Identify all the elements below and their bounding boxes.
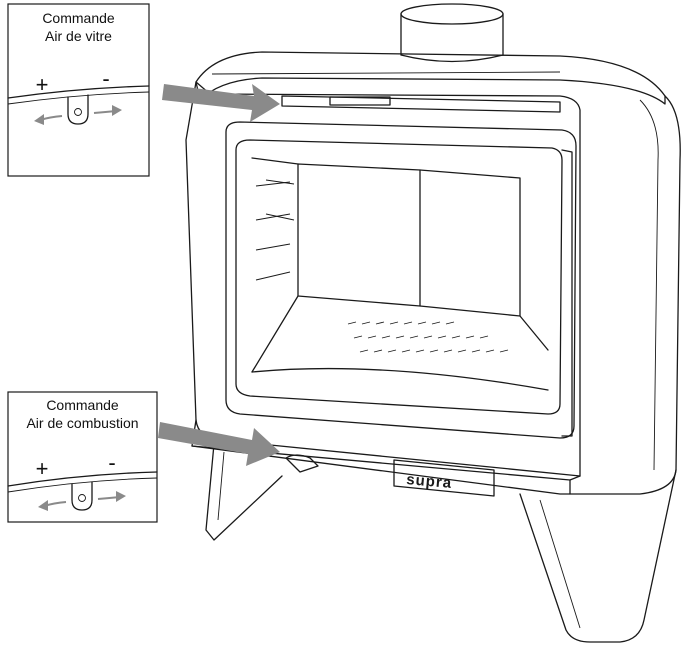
stove-side — [569, 95, 681, 495]
combustion-air-direction-arrows — [38, 491, 126, 511]
combustion-air-slider-tab — [71, 481, 93, 511]
stove-top — [195, 51, 666, 105]
brand-logo: supra — [406, 471, 453, 492]
stove: supra — [185, 3, 681, 643]
glass-air-plus-sign: + — [36, 72, 49, 97]
left-leg — [205, 443, 283, 541]
combustion-air-minus-sign: - — [108, 450, 115, 475]
combustion-air-callout: Commande Air de combustion + - — [7, 391, 158, 523]
glass-air-direction-arrows — [34, 105, 122, 125]
glass-air-slider — [329, 96, 391, 106]
front-frame — [185, 81, 581, 477]
glass-air-slider-rail — [7, 85, 150, 99]
firebox — [251, 157, 549, 391]
glass-air-slider-tab — [67, 94, 89, 125]
right-leg — [519, 469, 677, 643]
glass-air-pointer-arrow — [162, 84, 280, 122]
combustion-air-plus-sign: + — [36, 456, 49, 481]
glass-air-minus-sign: - — [102, 66, 109, 91]
grate-slots — [347, 321, 509, 353]
combustion-air-callout-title-2: Air de combustion — [26, 415, 138, 431]
glass-air-callout-title-2: Air de vitre — [45, 28, 112, 44]
combustion-air-pointer-arrow — [158, 422, 280, 466]
door-frame — [225, 121, 577, 439]
brand-plate — [393, 459, 495, 497]
combustion-air-slider-rail — [7, 471, 158, 487]
combustion-air-lever — [285, 454, 319, 473]
glass-air-callout-title-1: Commande — [42, 10, 115, 26]
door-glass — [235, 139, 563, 415]
glass-air-callout: Commande Air de vitre + - — [7, 3, 150, 177]
flue-pipe — [400, 3, 504, 63]
combustion-air-callout-title-1: Commande — [46, 397, 119, 413]
glass-air-slider-track — [281, 95, 561, 113]
